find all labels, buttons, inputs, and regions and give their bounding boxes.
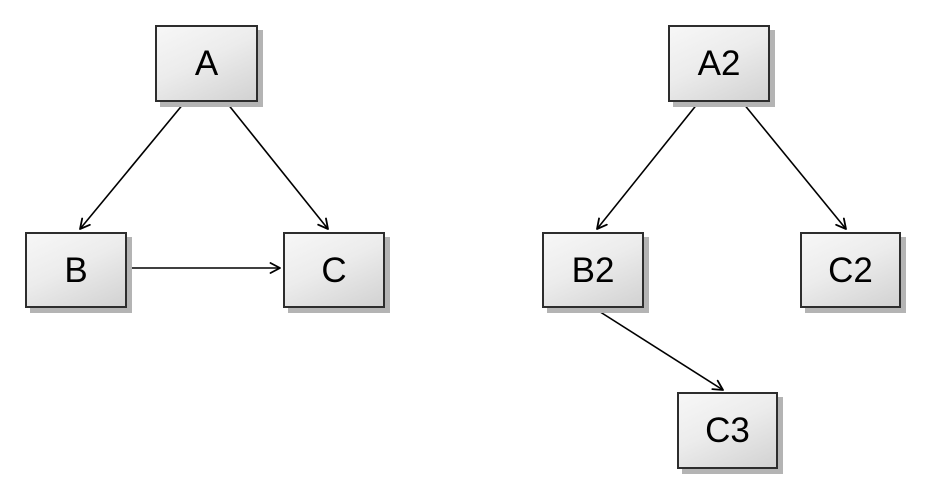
node-label-a2: A2: [697, 44, 741, 83]
node-c3: C3: [677, 392, 778, 469]
edge-a2-c2: [742, 102, 847, 230]
node-b: B: [25, 232, 127, 308]
node-c2: C2: [800, 232, 901, 308]
node-label-b2: B2: [571, 250, 615, 290]
edge-a2-b2: [596, 102, 699, 230]
node-label-c3: C3: [705, 411, 750, 450]
node-label-a: A: [194, 44, 219, 83]
node-label-c2: C2: [828, 250, 873, 290]
node-b2: B2: [542, 232, 644, 308]
edges-layer: [79, 102, 847, 391]
edge-a-b: [79, 102, 185, 230]
node-c: C: [283, 232, 385, 308]
node-a: A: [155, 25, 258, 102]
node-label-c: C: [321, 250, 347, 290]
edge-a-c: [226, 102, 329, 230]
edge-b2-c3: [593, 307, 724, 391]
node-a2: A2: [668, 25, 770, 102]
node-label-b: B: [64, 250, 88, 290]
